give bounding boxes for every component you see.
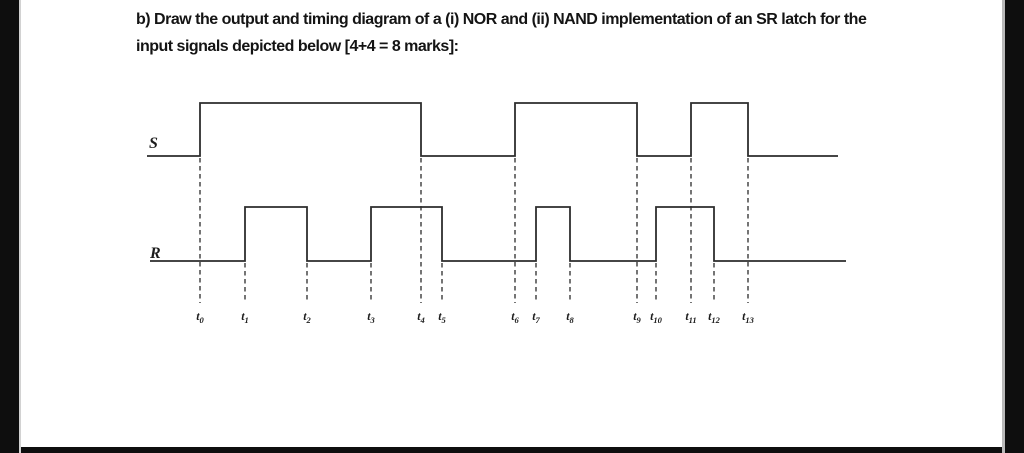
time-label-t12: t12 [708,309,721,325]
signal-s-trace [147,102,838,157]
right-edge-divider [1002,0,1005,453]
time-label-t13: t13 [742,309,755,325]
time-label-t4: t4 [417,309,425,325]
time-label-t10: t10 [650,309,663,325]
time-label-t8: t8 [566,309,574,325]
left-edge-divider [19,0,21,453]
left-black-bar [0,0,19,453]
time-label-t1: t1 [241,309,249,325]
signal-r-label: R [149,245,161,262]
question-text-block: b) Draw the output and timing diagram of… [136,6,867,60]
time-label-t3: t3 [367,309,375,325]
time-label-t2: t2 [303,309,311,325]
signal-r-trace [150,206,846,262]
question-line-2: input signals depicted below [4+4 = 8 ma… [136,38,459,55]
time-label-t5: t5 [438,309,446,325]
time-label-t11: t11 [685,309,696,325]
time-label-t0: t0 [196,309,204,325]
time-label-t9: t9 [633,309,641,325]
time-label-t7: t7 [532,309,540,325]
signal-s-label: S [149,135,158,152]
right-black-bar [1005,0,1024,453]
question-line-1: b) Draw the output and timing diagram of… [136,11,867,28]
time-label-t6: t6 [511,309,519,325]
bottom-black-bar [0,447,1024,453]
